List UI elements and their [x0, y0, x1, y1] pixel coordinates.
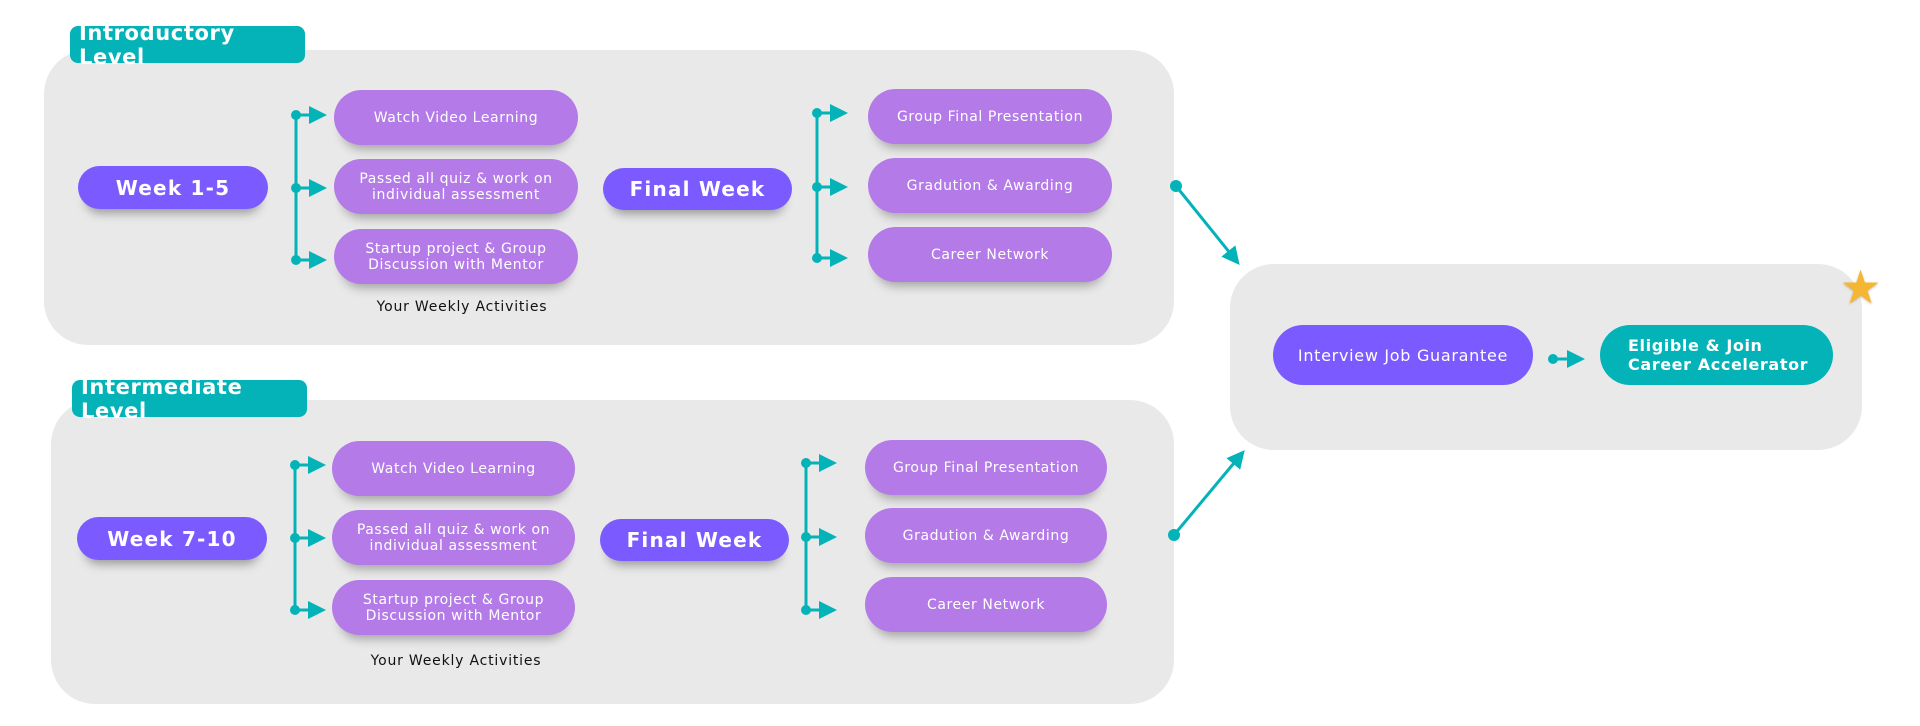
weekly-activities-caption-inter: Your Weekly Activities	[370, 653, 542, 669]
final-graduation-awarding-intro: Gradution & Awarding	[868, 158, 1112, 213]
final-career-network-intro: Career Network	[868, 227, 1112, 282]
activity-quiz-assessment-intro: Passed all quiz & work on individual ass…	[334, 159, 578, 214]
inter-to-outcome-arrow-icon	[1172, 450, 1245, 536]
final-week-pill-intro: Final Week	[603, 168, 792, 210]
introductory-level-tag: Introductory Level	[70, 21, 305, 69]
star-icon: ★	[1840, 260, 1882, 314]
final-week-pill-inter: Final Week	[600, 519, 789, 561]
interview-job-guarantee-pill: Interview Job Guarantee	[1273, 325, 1533, 385]
activity-watch-video-inter: Watch Video Learning	[332, 441, 575, 496]
weekly-activities-caption-intro: Your Weekly Activities	[376, 299, 548, 315]
intro-to-outcome-arrow-icon	[1174, 185, 1240, 266]
intermediate-level-tag: Intermediate Level	[72, 375, 307, 423]
final-graduation-awarding-inter: Gradution & Awarding	[865, 508, 1107, 563]
activity-quiz-assessment-inter: Passed all quiz & work on individual ass…	[332, 510, 575, 565]
activity-startup-project-inter: Startup project & Group Discussion with …	[332, 580, 575, 635]
activity-startup-project-intro: Startup project & Group Discussion with …	[334, 229, 578, 284]
week-7-10-pill: Week 7-10	[77, 517, 267, 560]
final-group-presentation-inter: Group Final Presentation	[865, 440, 1107, 495]
week-1-5-pill: Week 1-5	[78, 166, 268, 209]
eligible-career-accelerator-pill: Eligible & Join Career Accelerator	[1600, 325, 1833, 385]
final-career-network-inter: Career Network	[865, 577, 1107, 632]
final-group-presentation-intro: Group Final Presentation	[868, 89, 1112, 144]
activity-watch-video-intro: Watch Video Learning	[334, 90, 578, 145]
